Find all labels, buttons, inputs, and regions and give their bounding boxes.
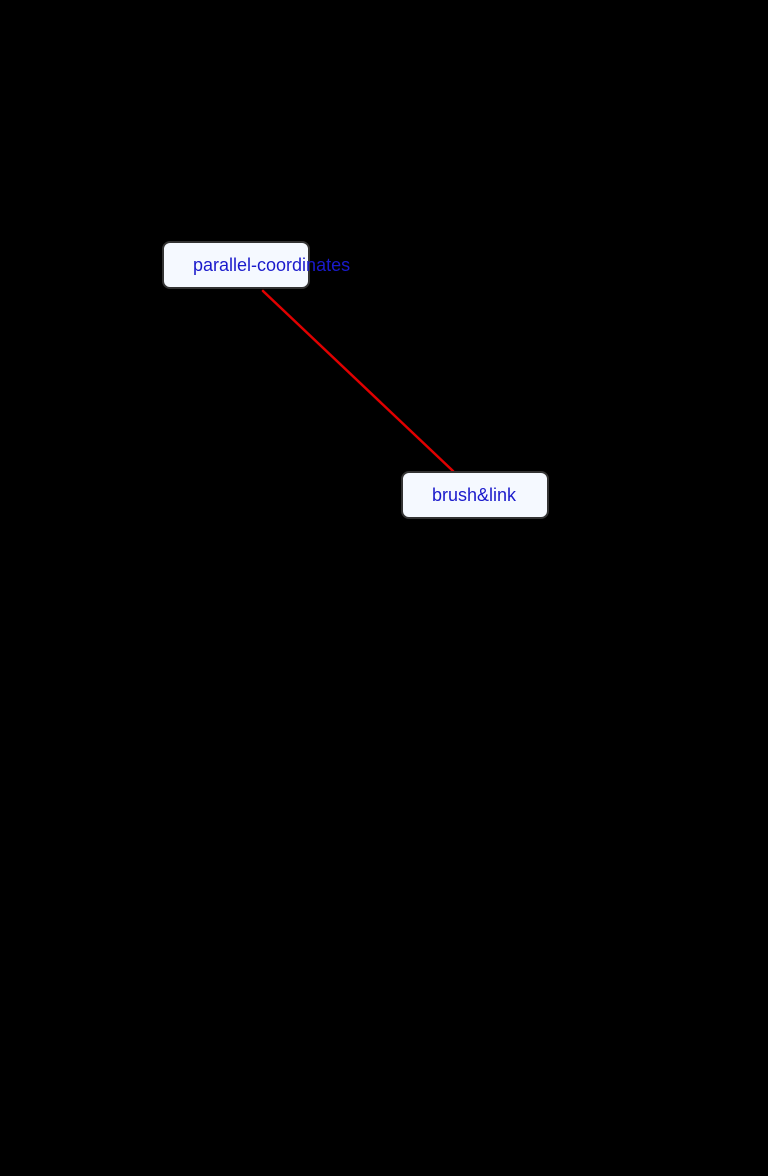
edge-parallel-coordinates-to-brush-and-link (261, 289, 455, 473)
node-label: parallel-coordinates (193, 255, 351, 275)
node-label: brush&link (432, 485, 517, 505)
node-parallel-coordinates[interactable]: parallel-coordinates (162, 241, 350, 289)
node-brush-and-link[interactable]: brush&link (401, 471, 549, 519)
